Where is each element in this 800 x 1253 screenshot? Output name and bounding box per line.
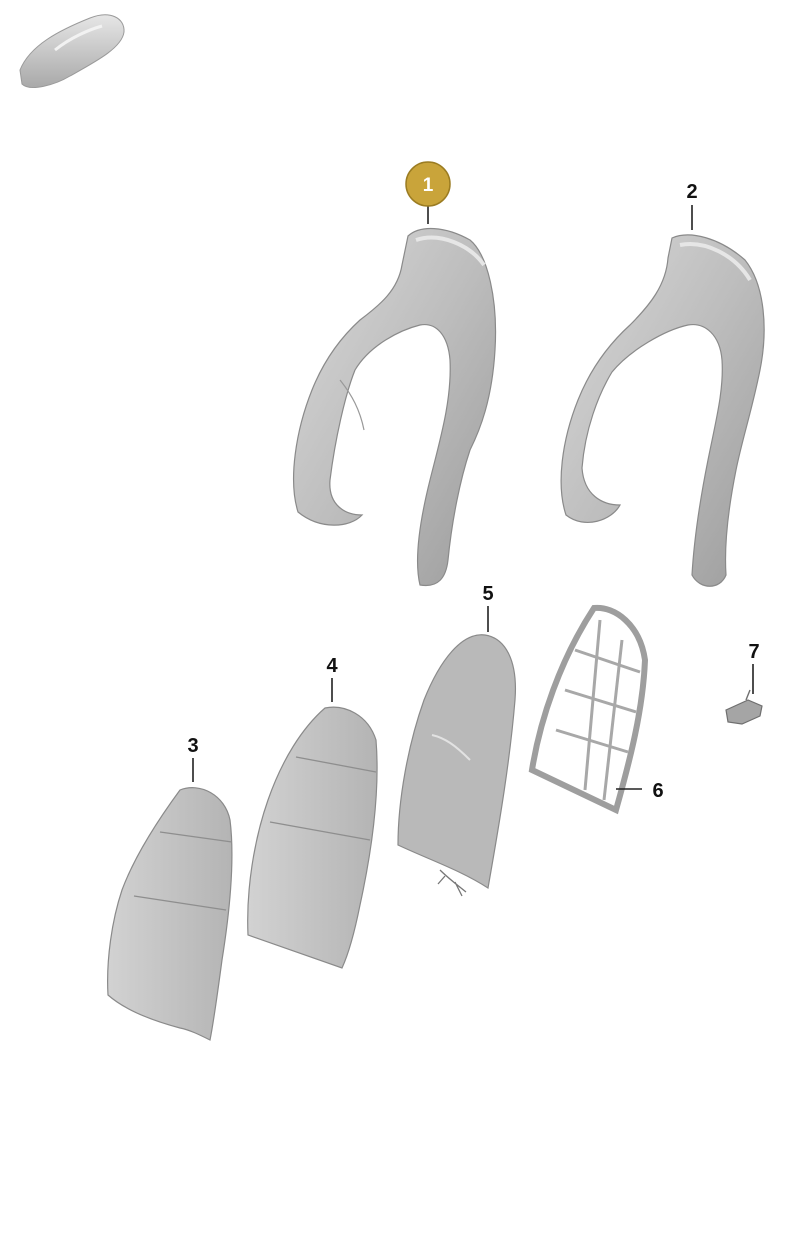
part-5-heating-mat[interactable]: [397, 634, 517, 897]
callout-3[interactable]: 3: [187, 735, 198, 757]
svg-text:4: 4: [326, 655, 338, 677]
part-2-backrest-shell[interactable]: [560, 234, 765, 587]
car-silhouette-icon[interactable]: [19, 14, 125, 88]
svg-text:1: 1: [423, 175, 434, 196]
callout-1[interactable]: 1: [405, 161, 451, 207]
svg-text:6: 6: [652, 780, 663, 802]
svg-text:7: 7: [748, 641, 759, 663]
part-1-backrest-shell[interactable]: [293, 227, 497, 587]
callout-6[interactable]: 6: [652, 780, 663, 802]
callout-7[interactable]: 7: [748, 641, 759, 663]
callout-4[interactable]: 4: [326, 655, 338, 677]
svg-text:5: 5: [482, 583, 493, 605]
part-3-backrest-pad[interactable]: [107, 787, 233, 1041]
svg-text:2: 2: [686, 181, 697, 203]
svg-text:3: 3: [187, 735, 198, 757]
leader-lines: [192, 205, 754, 790]
callout-2[interactable]: 2: [686, 181, 697, 203]
part-7-connector[interactable]: [725, 689, 763, 725]
part-6-seat-frame[interactable]: [528, 604, 649, 815]
part-4-backrest-pad[interactable]: [247, 706, 378, 969]
callout-5[interactable]: 5: [482, 583, 493, 605]
